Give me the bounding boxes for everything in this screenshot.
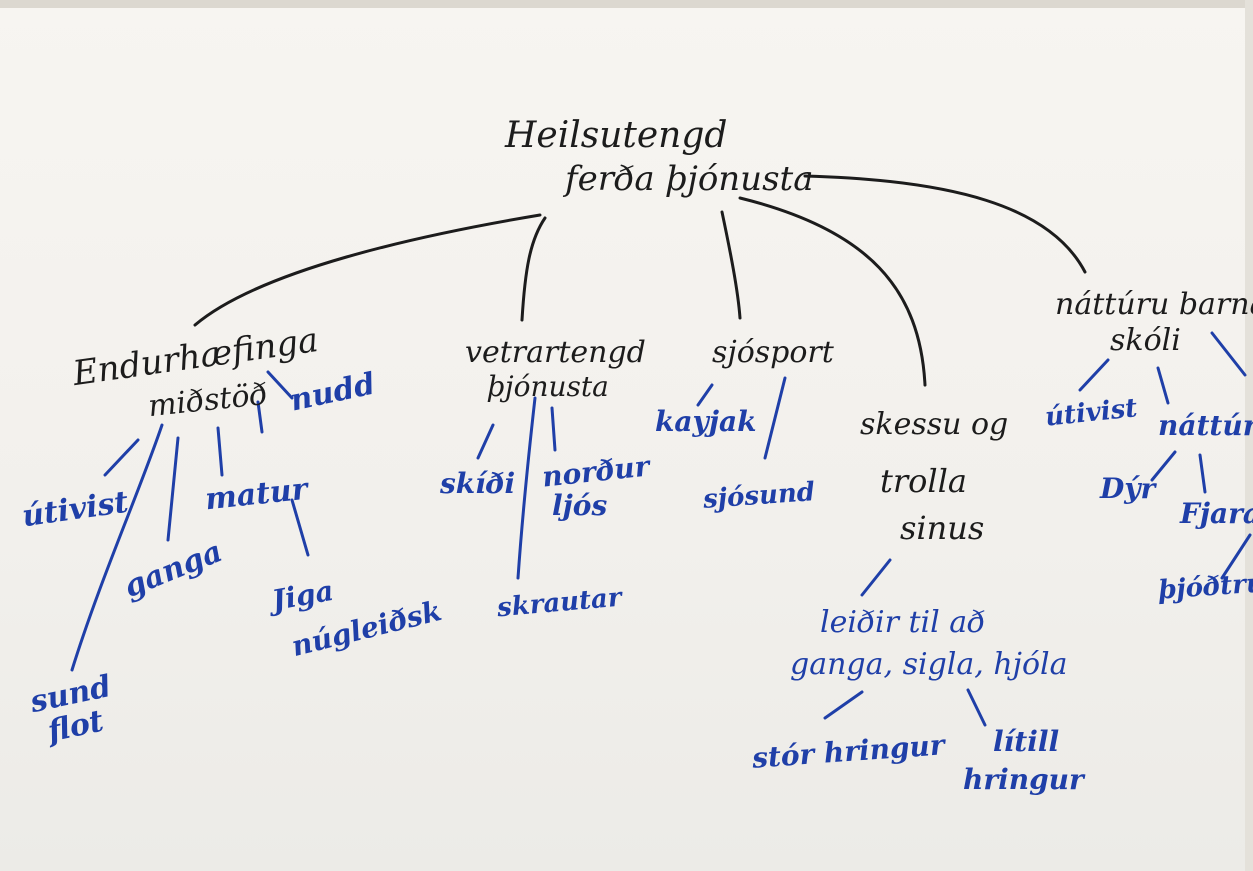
connector-skrautar xyxy=(516,396,537,580)
leaf-leidir-line2: ganga, sigla, hjóla xyxy=(790,647,1068,682)
leaf-litill-hringur: hringur xyxy=(963,763,1084,796)
root-title-line1: Heilsutengd xyxy=(505,115,728,156)
connector-ganga xyxy=(166,436,180,542)
connector-thjodtru xyxy=(1220,533,1252,580)
connector-dyr xyxy=(1150,450,1177,482)
branch-vetrar-line2: þjónusta xyxy=(487,370,609,403)
connector-matur xyxy=(216,426,224,477)
whiteboard-frame-right xyxy=(1245,0,1253,871)
connector-sjosund xyxy=(763,376,787,460)
connector-stor xyxy=(823,690,864,720)
connector-fjara xyxy=(1198,453,1207,494)
connector-nudd-a xyxy=(256,400,264,434)
connector-skidi xyxy=(476,423,495,460)
connector-nudd-b xyxy=(266,370,294,400)
connector-kayjak xyxy=(696,383,714,407)
branch-natturu-line1: náttúru barna xyxy=(1055,287,1253,322)
connector-nattura-extra xyxy=(1210,331,1247,377)
connector-root-sjosport xyxy=(720,210,742,320)
connector-utivist xyxy=(103,438,140,477)
connector-root-endurhaefing xyxy=(193,213,542,327)
leaf-leidir: leiðir til að xyxy=(820,605,986,640)
leaf-litill: lítill xyxy=(993,725,1060,758)
connector-leidir xyxy=(860,558,892,597)
leaf-sjosund: sjósund xyxy=(702,477,816,515)
branch-skessu-line1: skessu og xyxy=(860,407,1009,442)
connector-nordur xyxy=(550,406,557,452)
leaf-ljos: ljós xyxy=(552,489,608,522)
connector-root-natturu xyxy=(803,174,1087,274)
leaf-nattura: náttúra xyxy=(1158,409,1253,442)
connector-jiga xyxy=(290,498,310,557)
branch-skessu-line3: sinus xyxy=(900,509,985,547)
leaf-fjara: Fjara xyxy=(1180,497,1253,530)
leaf-thjodtru: þjóðtrú xyxy=(1157,568,1253,606)
connector-litill xyxy=(966,688,987,727)
branch-sjosport: sjósport xyxy=(712,335,834,370)
connector-root-skessu xyxy=(738,196,927,387)
leaf-dyr: Dýr xyxy=(1100,472,1156,505)
leaf-kayjak: kayjak xyxy=(655,405,757,438)
root-title-line2: ferða þjónusta xyxy=(565,159,814,199)
connector-nattura xyxy=(1156,366,1170,405)
branch-natturu-line2: skóli xyxy=(1110,323,1181,358)
branch-skessu-line2: trolla xyxy=(880,462,967,500)
connector-utivist2 xyxy=(1078,358,1110,392)
branch-vetrar-line1: vetrartengd xyxy=(465,335,646,370)
whiteboard-frame-top xyxy=(0,0,1253,8)
connector-sund xyxy=(70,423,164,672)
connector-root-vetrar xyxy=(520,216,547,322)
leaf-skidi: skíði xyxy=(440,467,516,500)
